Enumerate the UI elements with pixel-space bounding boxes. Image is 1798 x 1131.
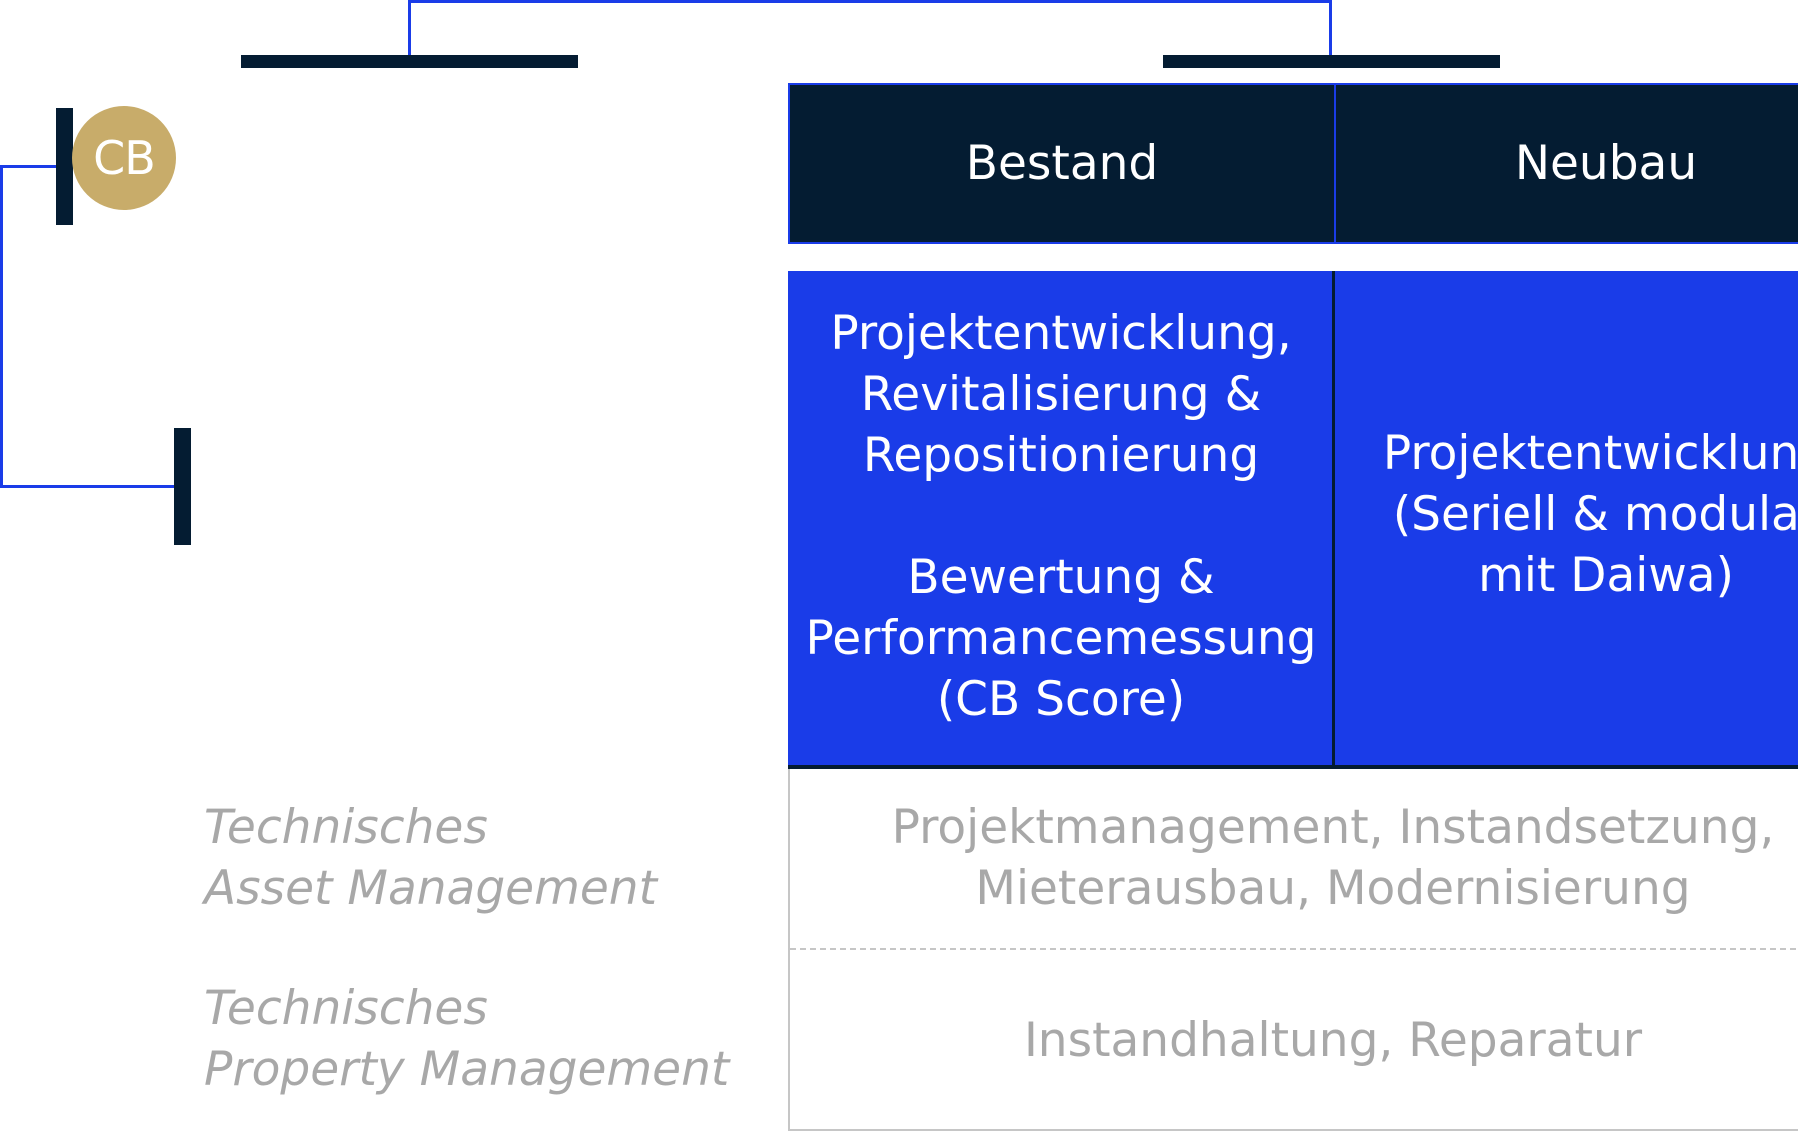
neubau-line-3: mit Daiwa) (1478, 547, 1734, 603)
property-services-line-1: Instandhaltung, Reparatur (1023, 1012, 1643, 1068)
asset-label-line-1: Technisches (204, 800, 488, 855)
asset-services-line-1: Projektmanagement, Instandsetzung, (891, 800, 1775, 855)
bestand-line-4: Bewertung & (907, 549, 1215, 605)
bestand-line-2: Revitalisierung & (860, 366, 1262, 422)
bestand-line-5: Performancemessung (805, 610, 1317, 666)
cb-logo: CB (72, 106, 176, 210)
asset-services-line-2: Mieterausbau, Modernisierung (975, 861, 1691, 916)
top-left-bar (241, 55, 578, 68)
left-lower-bar (174, 428, 191, 545)
top-right-bar (1163, 55, 1500, 68)
left-connector-bottom-horizontal (0, 485, 178, 488)
blue-row-bottom-border (788, 765, 1798, 769)
technical-services-box (788, 769, 1798, 1131)
left-connector-vertical (0, 165, 3, 488)
blue-row-column-divider (1332, 271, 1335, 767)
asset-label-line-2: Asset Management (204, 861, 658, 916)
column-header-bestand-label: Bestand (965, 136, 1159, 191)
top-connector-right-vertical (1329, 0, 1332, 57)
bestand-line-1: Projektentwicklung, (830, 305, 1292, 361)
neubau-line-2: (Seriell & modular (1392, 486, 1798, 542)
top-connector-horizontal (408, 0, 1332, 3)
asset-management-services: Projektmanagement, Instandsetzung, Miete… (790, 769, 1798, 947)
left-connector-top-horizontal (0, 165, 60, 168)
row-label-property-management: Technisches Property Management (204, 978, 784, 1100)
column-header-neubau-label: Neubau (1514, 136, 1698, 191)
top-connector-left-vertical (408, 0, 411, 57)
bestand-line-3: Repositionierung (862, 427, 1260, 483)
property-label-line-2: Property Management (204, 1042, 730, 1097)
logo-text: CB (93, 131, 156, 185)
property-label-line-1: Technisches (204, 981, 488, 1036)
column-header-bestand: Bestand (788, 83, 1336, 244)
property-management-services: Instandhaltung, Reparatur (790, 950, 1798, 1130)
left-upper-bar (56, 108, 73, 225)
bestand-line-6: (CB Score) (936, 671, 1186, 727)
row-divider (790, 948, 1798, 950)
column-header-neubau: Neubau (1334, 83, 1798, 244)
bestand-services-cell: Projektentwicklung, Revitalisierung & Re… (788, 271, 1334, 767)
neubau-services-cell: Projektentwicklung (Seriell & modular mi… (1334, 271, 1798, 767)
neubau-line-1: Projektentwicklung (1382, 425, 1798, 481)
row-label-asset-management: Technisches Asset Management (204, 797, 764, 919)
